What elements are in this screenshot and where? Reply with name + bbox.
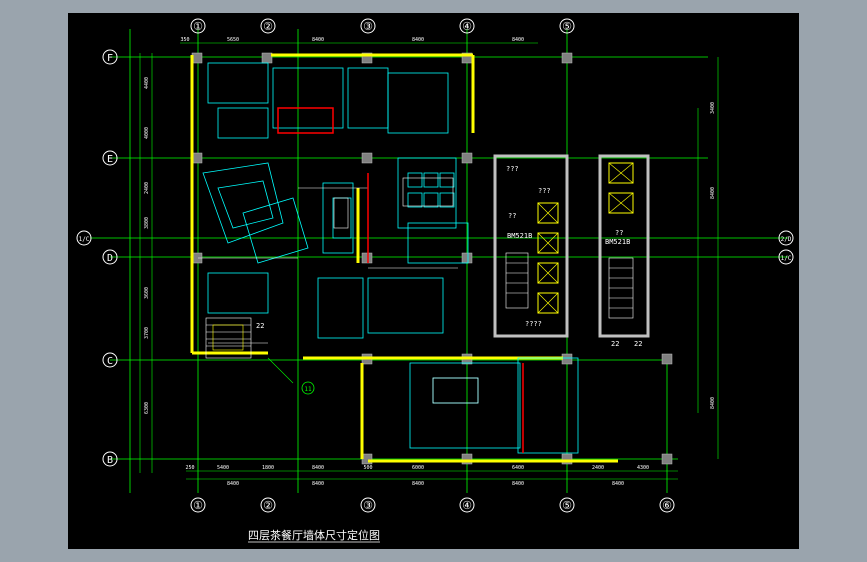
room-mark-8: 22 bbox=[256, 322, 264, 330]
axis-bubbles-top bbox=[190, 18, 575, 34]
elevator-core-1 bbox=[493, 154, 569, 338]
drawing-sheet: ① ② ③ ④ ⑤ ① ② ③ ④ ⑤ ⑥ bbox=[68, 13, 799, 549]
dim-total-2: 8400 bbox=[312, 481, 324, 487]
axis-top-4: ④ bbox=[462, 20, 472, 33]
dim-total-4: 8400 bbox=[512, 481, 524, 487]
axis-left-e: E bbox=[107, 154, 113, 165]
dim-top-3: 8400 bbox=[312, 37, 324, 43]
dim-left-4: 3800 bbox=[144, 217, 150, 229]
axis-left-b: B bbox=[107, 455, 113, 466]
room-mark-5: ???? bbox=[525, 320, 542, 328]
axis-bottom-6: ⑥ bbox=[662, 499, 672, 512]
axis-bottom-1: ① bbox=[193, 499, 203, 512]
dim-bottom-6: 6000 bbox=[412, 465, 424, 471]
elevator-core-2 bbox=[598, 154, 650, 338]
callout-label: 11 bbox=[304, 386, 312, 393]
axis-left-side: 1/C bbox=[79, 236, 90, 243]
detail-lines bbox=[198, 177, 479, 404]
dim-top-5: 8400 bbox=[512, 37, 524, 43]
dim-bottom-8: 2400 bbox=[592, 465, 604, 471]
dim-left-1: 4400 bbox=[144, 77, 150, 89]
axis-bottom-5: ⑤ bbox=[562, 499, 572, 512]
axis-top-3: ③ bbox=[363, 20, 373, 33]
stair-1 bbox=[205, 317, 252, 359]
room-mark-7: 22 bbox=[634, 340, 642, 348]
drawing-title: 四层茶餐厅墙体尺寸定位图 bbox=[248, 528, 380, 542]
dimension-lines bbox=[139, 42, 719, 480]
dim-left-6: 3700 bbox=[144, 327, 150, 339]
elevator-label-1: BM521B bbox=[507, 232, 532, 240]
axis-bottom-4: ④ bbox=[462, 499, 472, 512]
dim-bottom-2: 5400 bbox=[217, 465, 229, 471]
dim-total-5: 8400 bbox=[612, 481, 624, 487]
room-mark-4: ?? bbox=[615, 229, 623, 237]
axis-right-1: 2/D bbox=[781, 236, 792, 243]
dim-bottom-1: 250 bbox=[185, 465, 194, 471]
axis-left-f: F bbox=[107, 53, 113, 64]
callout: 11 bbox=[267, 357, 315, 395]
dim-bottom-9: 4300 bbox=[637, 465, 649, 471]
axis-left-d: D bbox=[107, 253, 113, 264]
room-mark-3: ?? bbox=[508, 212, 516, 220]
axis-bubbles-right bbox=[778, 230, 794, 265]
walls bbox=[190, 53, 618, 463]
dim-right-3: 8400 bbox=[710, 397, 716, 409]
dim-right-2: 8400 bbox=[710, 187, 716, 199]
axis-bubbles-left bbox=[76, 49, 118, 467]
axis-right-2: 1/C bbox=[781, 255, 792, 262]
dim-left-3: 2400 bbox=[144, 182, 150, 194]
axis-top-5: ⑤ bbox=[562, 20, 572, 33]
dim-top-4: 8400 bbox=[412, 37, 424, 43]
dim-bottom-7: 6400 bbox=[512, 465, 524, 471]
axis-bubbles-bottom bbox=[190, 497, 675, 513]
dim-bottom-5: 500 bbox=[363, 465, 372, 471]
axis-bottom-2: ② bbox=[263, 499, 273, 512]
dim-left-5: 3600 bbox=[144, 287, 150, 299]
dim-left-2: 4000 bbox=[144, 127, 150, 139]
red-markup bbox=[277, 107, 524, 453]
axis-top-1: ① bbox=[193, 20, 203, 33]
room-mark-1: ??? bbox=[506, 165, 519, 173]
floor-plan: ① ② ③ ④ ⑤ ① ② ③ ④ ⑤ ⑥ bbox=[76, 18, 794, 543]
dim-bottom-4: 8400 bbox=[312, 465, 324, 471]
dim-total-1: 8400 bbox=[227, 481, 239, 487]
axis-left-c: C bbox=[107, 356, 113, 367]
dim-bottom-3: 1800 bbox=[262, 465, 274, 471]
dim-top-2: 5650 bbox=[227, 37, 239, 43]
dim-total-3: 8400 bbox=[412, 481, 424, 487]
axis-bottom-3: ③ bbox=[363, 499, 373, 512]
axis-top-2: ② bbox=[263, 20, 273, 33]
room-mark-2: ??? bbox=[538, 187, 551, 195]
elevator-label-2: BM521B bbox=[605, 238, 630, 246]
room-mark-6: 22 bbox=[611, 340, 619, 348]
dim-top-1: 350 bbox=[180, 37, 189, 43]
dim-left-7: 6300 bbox=[144, 402, 150, 414]
dim-right-1: 3400 bbox=[710, 102, 716, 114]
